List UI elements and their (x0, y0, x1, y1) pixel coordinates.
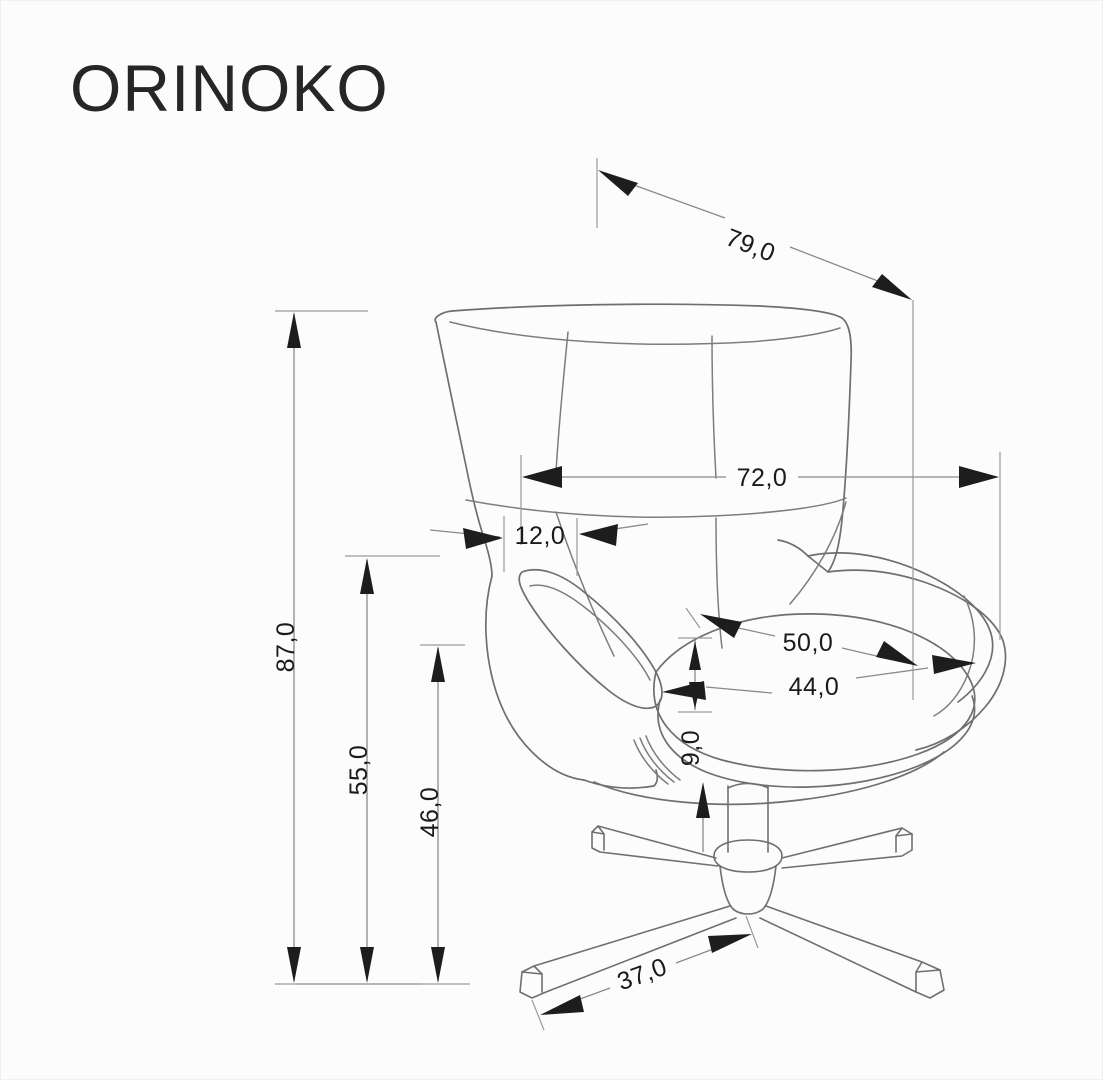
dim-label-46: 46,0 (416, 787, 444, 838)
dimension-9: 9,0 (677, 637, 712, 766)
dim-label-87: 87,0 (272, 622, 300, 673)
dim-line-44-b (855, 667, 929, 679)
dimension-87: 87,0 (272, 310, 420, 985)
armrest-left-pad (518, 568, 663, 710)
dimension-46: 46,0 (416, 644, 470, 985)
dim-label-12: 12,0 (515, 522, 566, 550)
base-leg-back-right (781, 827, 913, 869)
seat-cushion-top (653, 613, 976, 772)
backrest-top-crease (449, 321, 841, 345)
armrest-right-outer (827, 569, 1007, 751)
gas-column-top (727, 782, 769, 789)
backrest-lumbar-seam (465, 497, 847, 518)
dim-label-72-backdrop (726, 463, 798, 491)
dimension-12: 12,0 (429, 516, 649, 576)
arrow-87-top (287, 312, 301, 348)
backrest-lower-seam-3 (789, 501, 847, 605)
base-foot-back-right (895, 827, 913, 853)
dim-label-72: 72,0 (737, 464, 788, 492)
backrest-seam-2 (711, 335, 717, 479)
arrow-44-right (932, 655, 976, 674)
base-foot-back-left (591, 825, 605, 851)
seat-front-crease-1 (633, 739, 669, 785)
armrest-left-inner-crease (529, 584, 651, 681)
dim-line-50-a (733, 626, 776, 637)
arrow-12-left (463, 528, 503, 549)
chair-illustration (434, 303, 1007, 806)
seat-front-crease-2 (639, 737, 675, 783)
seat-shell-front (583, 769, 659, 789)
base-hub-cone (719, 865, 777, 915)
arrow-seat-riser (696, 782, 710, 818)
arrow-79-right (872, 274, 912, 300)
armrest-left-outer (485, 575, 585, 781)
backrest-outline (434, 303, 853, 573)
arrow-50-right (876, 641, 918, 666)
arrow-50-left (700, 614, 742, 638)
arrow-9-bottom (689, 682, 701, 709)
dim-line-44-a (705, 686, 773, 694)
page-title: ORINOKO (70, 51, 389, 125)
arrow-55-top (360, 558, 374, 594)
dim-label-37: 37,0 (614, 953, 671, 997)
arrow-55-bottom (360, 947, 374, 983)
backrest-left-edge (435, 321, 493, 577)
arrow-46-top (431, 646, 445, 682)
arrow-9-top (689, 641, 701, 670)
arrow-37-right (708, 934, 752, 953)
base-leg-back-left (591, 825, 719, 867)
ext-line-37-end (745, 915, 759, 949)
base-foot-front-right (915, 961, 941, 993)
dim-label-9: 9,0 (677, 730, 705, 766)
arrow-79-left (598, 170, 638, 196)
armrest-right-inner (807, 552, 994, 703)
dim-label-50: 50,0 (783, 629, 834, 657)
dimension-72: 72,0 (520, 452, 1001, 640)
dimension-37: 37,0 (531, 915, 759, 1031)
dim-label-44: 44,0 (789, 673, 840, 701)
base-hub-collar (713, 839, 783, 873)
arrow-12-right (579, 524, 618, 546)
seat-cushion-rim (657, 695, 976, 788)
dimension-44: 44,0 (662, 655, 976, 701)
base-foot-front-left (521, 965, 543, 993)
arrow-72-right (959, 466, 999, 488)
backrest-lower-seam-2 (715, 517, 723, 649)
seat-to-base-indicator (696, 782, 710, 852)
backrest-seam-1 (555, 331, 569, 473)
seat-front-crease-3 (645, 735, 681, 781)
swivel-base (519, 782, 945, 999)
backrest-lower-seam-1 (555, 511, 615, 657)
dimension-50: 50,0 (685, 607, 918, 666)
dim-line-79-a (619, 179, 726, 219)
dim-line-37-b (675, 947, 717, 964)
arrow-46-bottom (431, 947, 445, 983)
arrow-87-bottom (287, 947, 301, 983)
seat-shell-bottom (593, 751, 945, 806)
arrow-72-left (522, 466, 562, 488)
arrow-37-left (540, 995, 584, 1015)
ext-line-50-start (685, 607, 701, 629)
dim-label-79: 79,0 (722, 223, 779, 267)
ext-line-37-start (531, 999, 545, 1031)
dimension-55: 55,0 (296, 555, 440, 985)
dim-label-55: 55,0 (345, 745, 373, 796)
armrest-right-tip-crease (933, 595, 976, 717)
